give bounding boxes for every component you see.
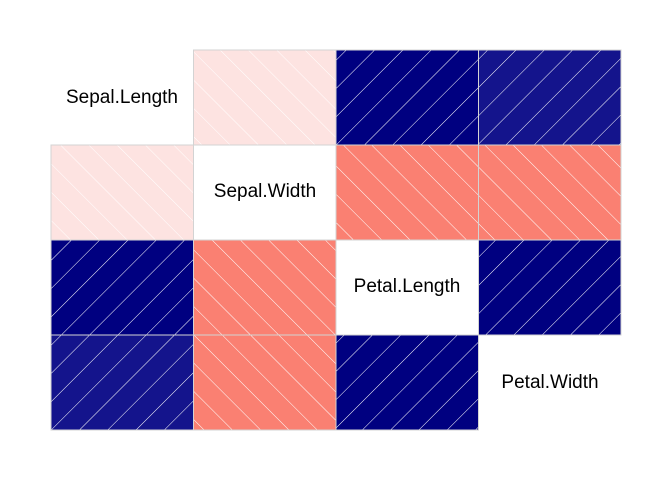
corr-cell-sepal-length-petal-width: [478, 49, 622, 146]
corr-cell-petal-width-sepal-length: [50, 334, 194, 431]
diag-cell-border-sepal-width: [193, 144, 337, 241]
diag-label-petal-length: Petal.Length: [354, 276, 461, 297]
labels-layer: Sepal.Length Sepal.Width Petal.Length Pe…: [66, 87, 599, 393]
corr-cell-sepal-width-petal-width: [478, 144, 622, 241]
corr-cell-petal-length-sepal-width: [193, 239, 337, 336]
diag-label-sepal-length: Sepal.Length: [66, 87, 178, 108]
corr-cell-petal-length-petal-width: [478, 239, 622, 336]
corr-cell-sepal-length-sepal-width: [193, 49, 337, 146]
corr-cell-petal-width-sepal-width: [193, 334, 337, 431]
corr-cell-sepal-width-petal-length: [335, 144, 479, 241]
corr-cell-sepal-length-petal-length: [335, 49, 479, 146]
cells-layer: [50, 49, 622, 431]
diag-label-petal-width: Petal.Width: [501, 372, 598, 393]
diag-label-sepal-width: Sepal.Width: [214, 181, 316, 202]
corr-cell-sepal-width-sepal-length: [50, 144, 194, 241]
corr-cell-petal-width-petal-length: [335, 334, 479, 431]
corr-cell-petal-length-sepal-length: [50, 239, 194, 336]
diag-cell-border-petal-length: [335, 239, 479, 336]
